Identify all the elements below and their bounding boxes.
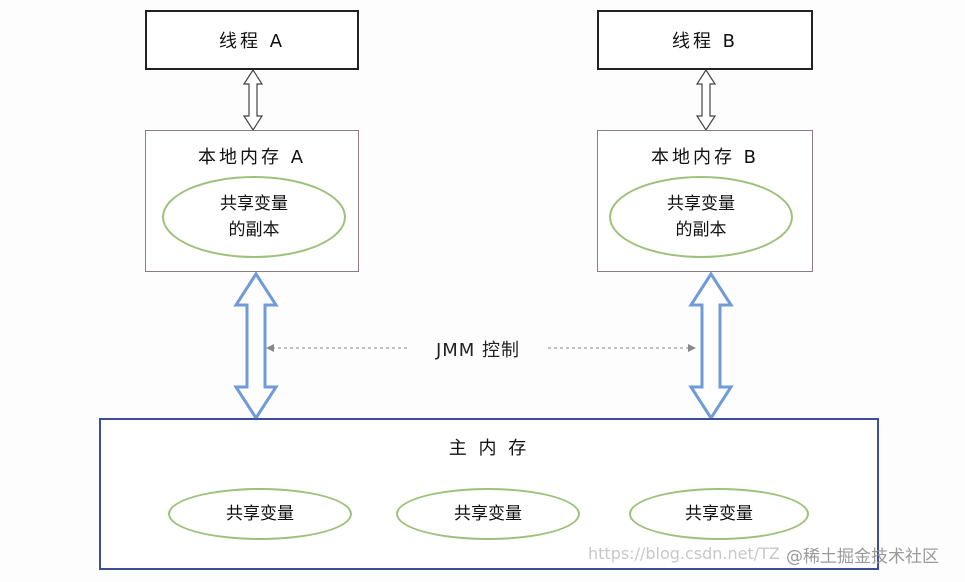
main-shared-variable-2: 共享变量 <box>396 488 580 540</box>
thread-b-label: 线程 B <box>671 31 739 52</box>
local-memory-a-label: 本地内存 A <box>197 147 307 168</box>
double-arrow-local-b-main <box>688 271 734 421</box>
thread-b-box: 线程 B <box>597 10 813 70</box>
watermark-url: https://blog.csdn.net/TZ <box>588 544 780 563</box>
main-shared-variable-3: 共享变量 <box>629 488 809 540</box>
double-arrow-thread-a <box>242 68 264 132</box>
local-a-shared-variable-copy: 共享变量 的副本 <box>162 176 346 258</box>
double-arrow-thread-b <box>695 68 717 132</box>
watermark-brand: @稀土掘金技术社区 <box>786 547 939 567</box>
local-memory-b-label: 本地内存 B <box>650 147 760 168</box>
main-shared-variable-1: 共享变量 <box>168 488 352 540</box>
thread-a-label: 线程 A <box>218 31 286 52</box>
main-memory-label: 主 内 存 <box>448 438 530 459</box>
local-b-shared-variable-copy: 共享变量 的副本 <box>609 176 793 258</box>
jmm-control-arrow <box>266 344 696 352</box>
jmm-control-label: JMM 控制 <box>408 336 548 362</box>
thread-a-box: 线程 A <box>145 10 359 70</box>
